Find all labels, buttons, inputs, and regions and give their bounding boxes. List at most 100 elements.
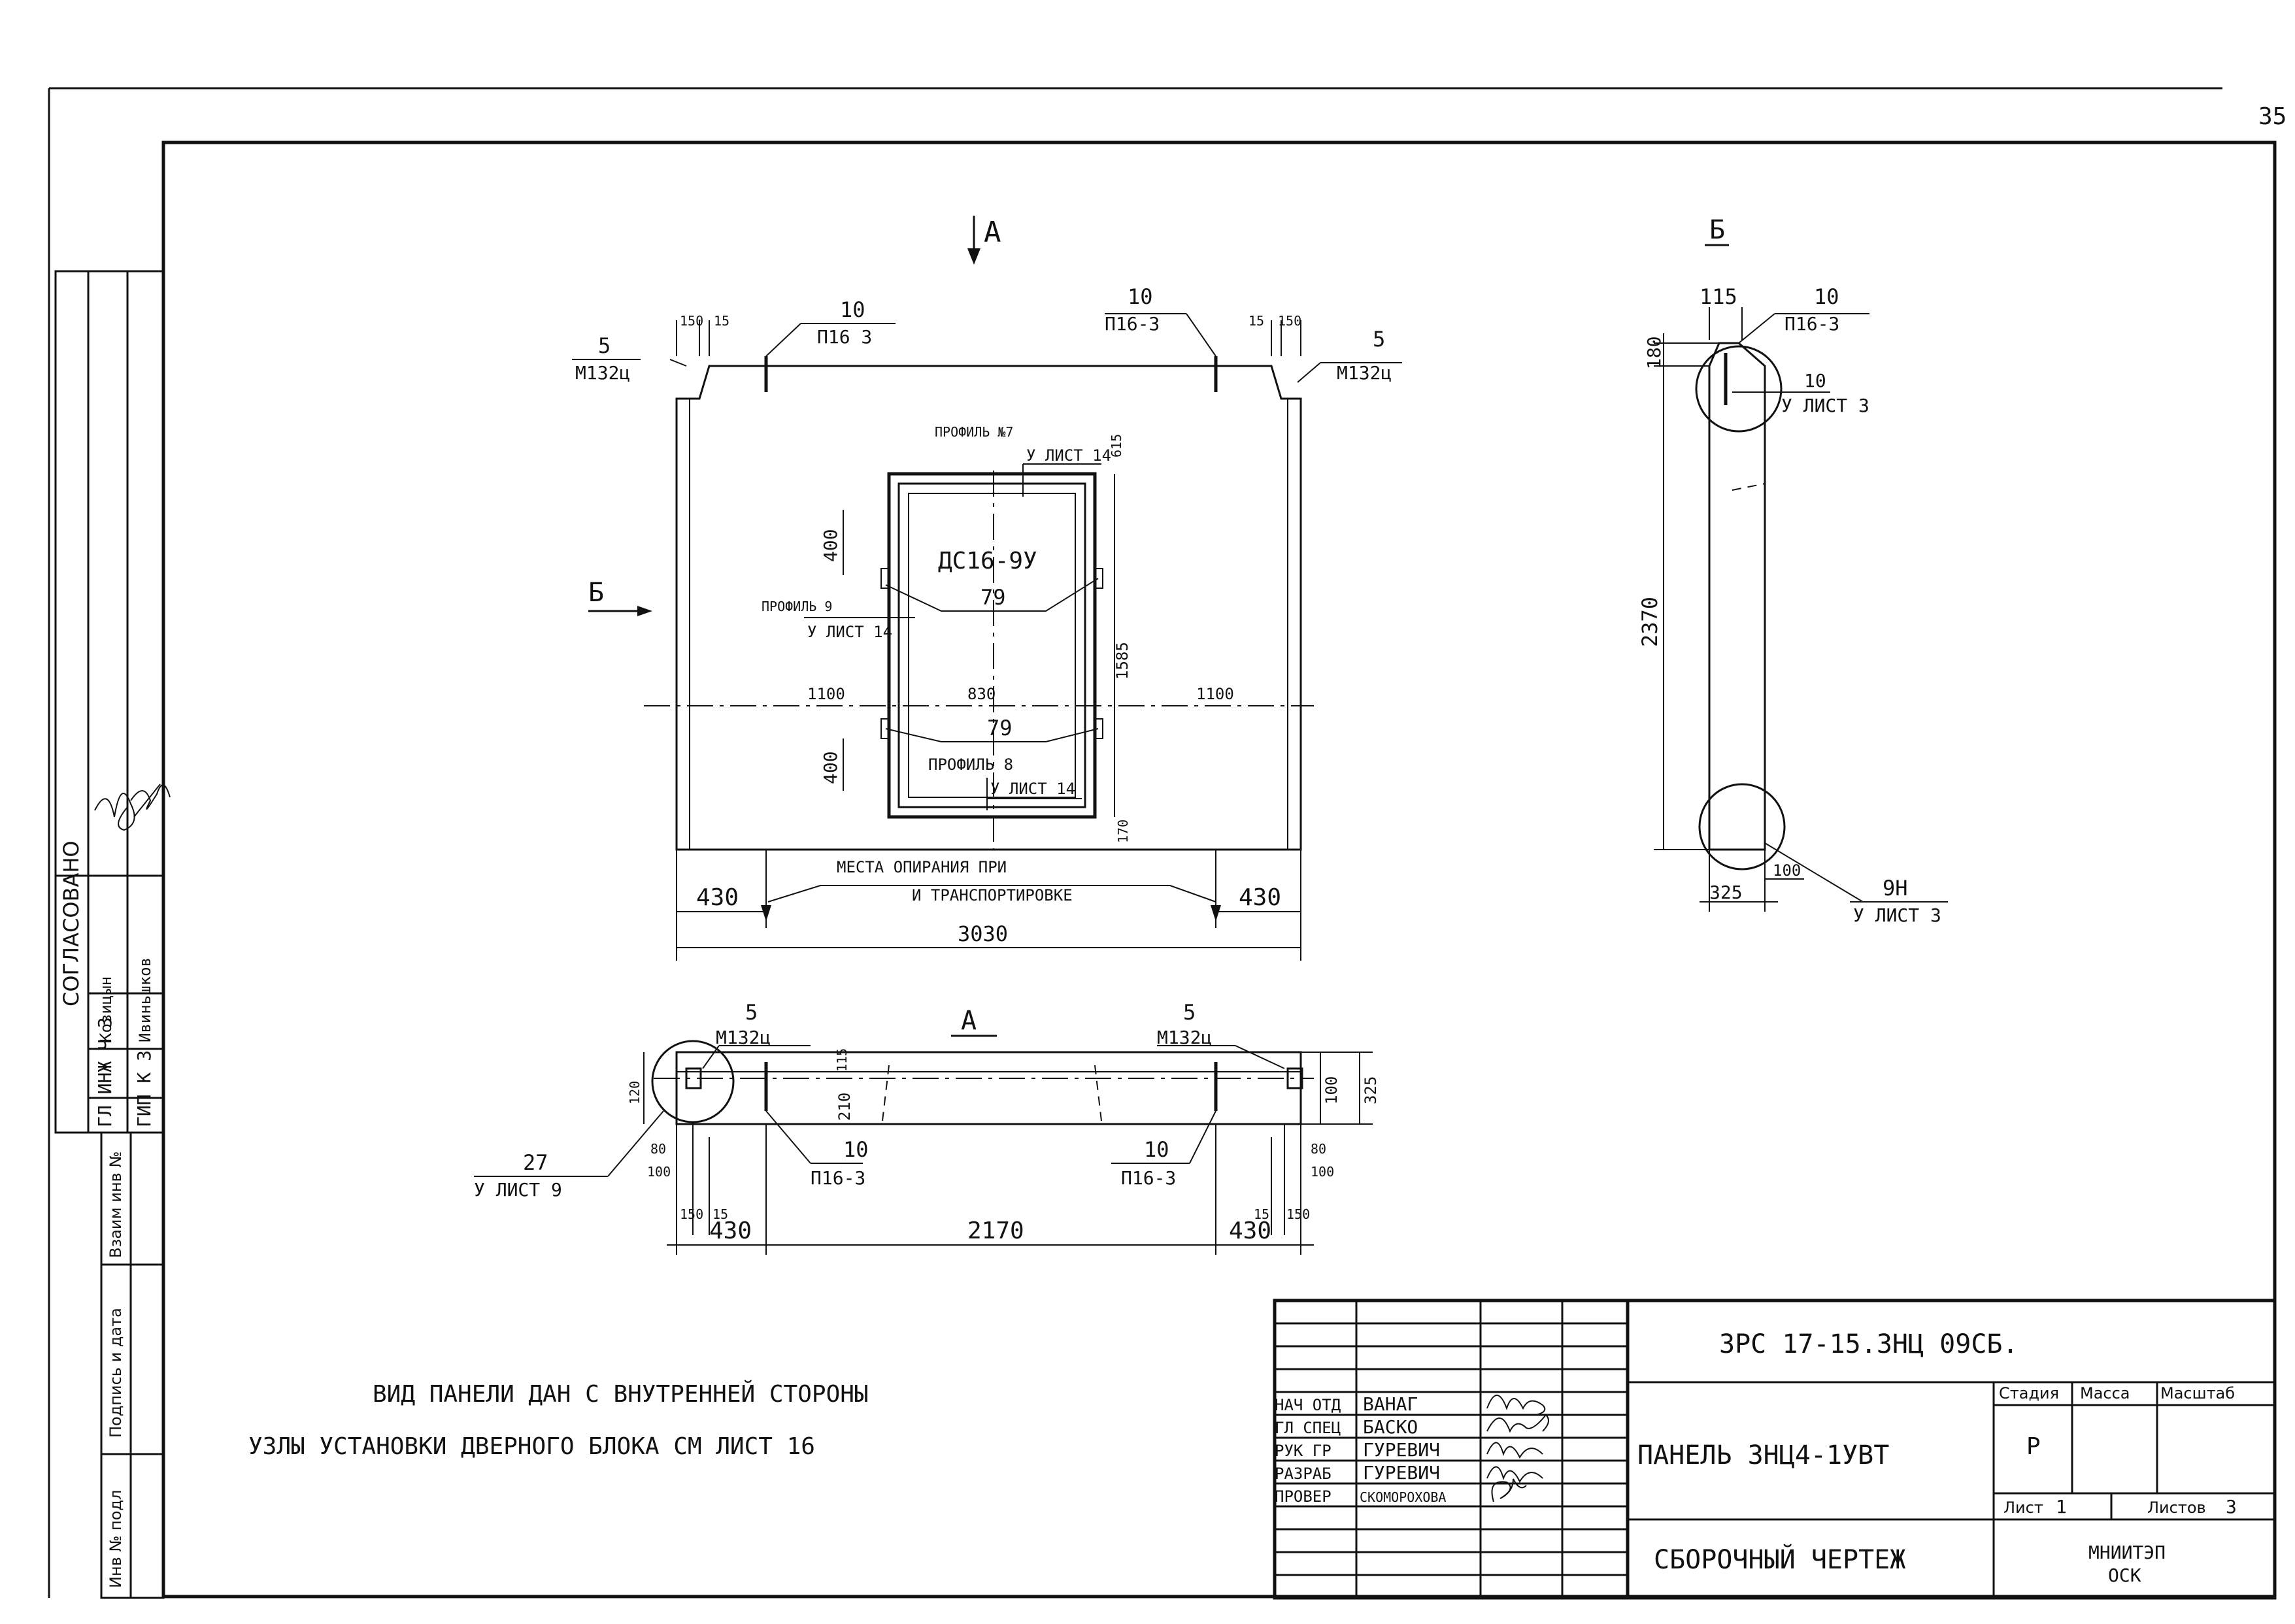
tb-role-1: ГЛ СПЕЦ [1275, 1419, 1341, 1437]
field-inv-podl: Инв № подл [107, 1490, 125, 1588]
approval-name-2: Ивиньшков [136, 957, 154, 1042]
support-note-line-2: И ТРАНСПОРТИРОВКЕ [912, 886, 1073, 904]
section-b-uzel3-ref: У ЛИСТ 3 [1781, 395, 1869, 416]
tb-sheet-label: Лист [2003, 1499, 2043, 1517]
plan-a-dim-150-l: 150 [680, 1206, 703, 1222]
section-b-loop-mark: П16-3 [1784, 313, 1839, 335]
plan-a-dim-210: 210 [835, 1093, 854, 1121]
plan-a-dim-430-r: 430 [1229, 1218, 1271, 1244]
front-dim-400-top: 400 [820, 529, 841, 562]
section-b-9n-count: 9Н [1883, 876, 1908, 901]
section-b-dim-115: 115 [1700, 284, 1737, 309]
plan-a-label: А [961, 1006, 977, 1036]
plan-a-right-loop-mark: П16-3 [1121, 1167, 1176, 1189]
plan-a-27-count: 27 [523, 1150, 548, 1175]
drawing-frame [161, 141, 2277, 1599]
plan-a-left-loop-count: 10 [843, 1137, 869, 1162]
tb-signature-2 [1486, 1442, 1543, 1459]
profile-8-label: ПРОФИЛЬ 8 [928, 755, 1013, 774]
plan-a-anchor-left [685, 1067, 702, 1089]
front-dim-150-r: 150 [1278, 313, 1301, 329]
plan-a-left-loop-mark: П16-3 [811, 1167, 865, 1189]
section-b-dim-325: 325 [1709, 882, 1743, 903]
front-dim-400-bot: 400 [820, 751, 841, 784]
section-b-dim-100: 100 [1773, 861, 1801, 880]
tb-stage-label: Стадия [1999, 1384, 2059, 1402]
note-1: ВИД ПАНЕЛИ ДАН С ВНУТРЕННЕЙ СТОРОНЫ [373, 1380, 869, 1408]
front-dim-79-top: 79 [980, 585, 1006, 610]
front-dim-1100-l: 1100 [807, 685, 845, 703]
side-stamp: Взаим инв № Подпись и дата Инв № подл [100, 1131, 165, 1599]
tb-name-2: ГУРЕВИЧ [1363, 1439, 1440, 1461]
front-dim-170: 170 [1115, 820, 1131, 843]
title-block: НАЧ ОТД ВАНАГ ГЛ СПЕЦ БАСКО РУК ГР ГУРЕВ… [1273, 1299, 2277, 1600]
approval-name-1: Козицын [97, 976, 115, 1042]
front-dim-3030: 3030 [958, 921, 1008, 946]
tb-stage-value: Р [2026, 1433, 2041, 1460]
plan-a-body [675, 1051, 1302, 1125]
tb-mass-label: Масса [2080, 1384, 2130, 1402]
profile-7-ref: У ЛИСТ 14 [1026, 446, 1111, 465]
section-b-label: Б [1709, 215, 1725, 245]
plan-a-callout-left [651, 1040, 735, 1123]
plan-a-dim-325-r: 325 [1362, 1076, 1380, 1104]
approval-role-1: ГЛ ИНЖ Ч З [94, 1017, 116, 1127]
front-dim-615: 615 [1109, 434, 1124, 457]
plan-a-dim-2170: 2170 [967, 1218, 1024, 1244]
front-left-loop-mark: П16 3 [817, 326, 872, 348]
plan-a-right-anchor-mark: M132ц [1157, 1027, 1212, 1048]
plan-a-dim-80-l: 80 [650, 1141, 666, 1157]
section-b-callout-bottom [1698, 783, 1786, 870]
front-left-anchor-count: 5 [598, 333, 611, 358]
tb-role-2: РУК ГР [1275, 1442, 1332, 1460]
front-dim-430-r: 430 [1239, 884, 1281, 911]
tb-name-4: СКОМОРОХОВА [1360, 1489, 1446, 1505]
front-left-anchor-mark: M132ц [575, 362, 630, 384]
profile-7-label: ПРОФИЛЬ №7 [935, 424, 1013, 440]
plan-a-left-anchor-count: 5 [745, 1000, 758, 1025]
front-dim-430-l: 430 [696, 884, 739, 911]
tb-role-0: НАЧ ОТД [1275, 1396, 1341, 1414]
sheet-number: 35 [2258, 103, 2287, 130]
tb-signature-0 [1486, 1395, 1546, 1416]
front-right-loop-count: 10 [1128, 284, 1153, 309]
tb-signature-1 [1486, 1414, 1549, 1433]
plan-a-dim-80-r: 80 [1311, 1141, 1326, 1157]
tb-panel-name: ПАНЕЛЬ 3НЦ4-1УВТ [1637, 1440, 1889, 1470]
front-left-loop-count: 10 [840, 297, 865, 322]
section-b: Б 115 10 П16-3 10 У ЛИСТ 3 180 2370 325 … [1637, 215, 1948, 926]
section-b-loop-count: 10 [1814, 284, 1839, 309]
tb-signature-3 [1486, 1466, 1543, 1483]
front-dim-1100-r: 1100 [1196, 685, 1234, 703]
support-note-line-1: МЕСТА ОПИРАНИЯ ПРИ [837, 858, 1007, 876]
tb-signature-4 [1491, 1478, 1527, 1502]
tb-org: МНИИТЭП [2088, 1542, 2166, 1563]
field-podpis-data: Подпись и дата [107, 1308, 125, 1438]
tb-sheets-label: Листов [2147, 1499, 2206, 1517]
plan-a-right-anchor-count: 5 [1183, 1000, 1196, 1025]
front-right-loop-mark: П16-3 [1105, 313, 1160, 335]
front-dim-150-l: 150 [680, 313, 703, 329]
plan-a-dim-15-r: 15 [1254, 1206, 1269, 1222]
plan-a-dim-120: 120 [627, 1081, 643, 1104]
section-b-9n-ref: У ЛИСТ 3 [1853, 904, 1941, 926]
tb-org-sub: ОСК [2108, 1565, 2141, 1586]
profile-8-ref: У ЛИСТ 14 [990, 780, 1075, 798]
tb-sheets-value: 3 [2226, 1496, 2237, 1517]
front-dim-1585: 1585 [1113, 642, 1131, 680]
plan-a-left-anchor-mark: M132ц [716, 1027, 771, 1048]
plan-a-right-loop-count: 10 [1144, 1137, 1169, 1162]
plan-a-dim-100-l: 100 [647, 1164, 671, 1180]
tb-sheet-value: 1 [2056, 1496, 2067, 1517]
approval-stamp: СОГЛАСОВАНО ГЛ ИНЖ Ч З ГИП К З Козицын И… [54, 270, 171, 1134]
tb-role-3: РАЗРАБ [1275, 1465, 1332, 1483]
approval-role-2: ГИП К З [133, 1050, 155, 1127]
plan-a-dim-15-l: 15 [712, 1206, 728, 1222]
door-opening [887, 472, 1097, 819]
section-b-callout-top [1695, 345, 1783, 433]
plan-a-dim-430-l: 430 [709, 1218, 752, 1244]
front-right-anchor-count: 5 [1373, 327, 1385, 352]
plan-a-dim-150-r: 150 [1286, 1206, 1310, 1222]
view-a-arrow-label: А [984, 216, 1001, 249]
